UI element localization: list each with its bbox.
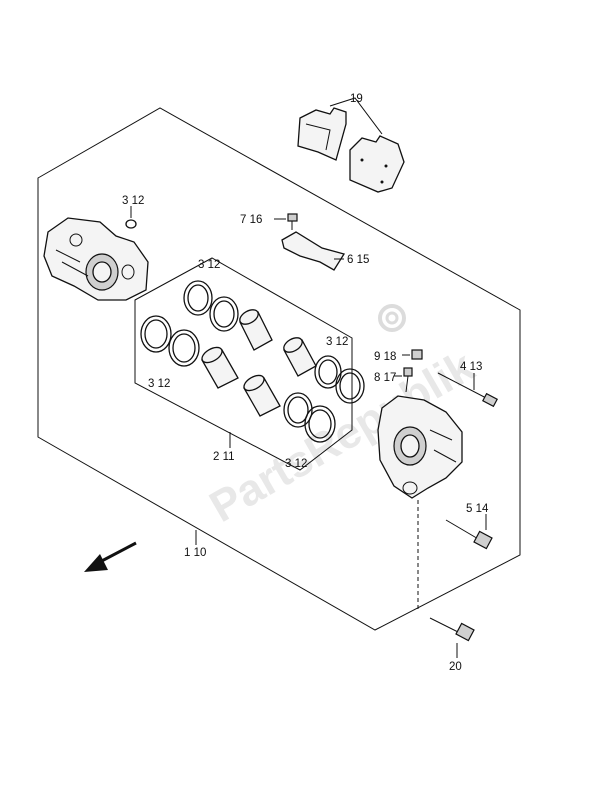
callout-20: 20 — [449, 661, 462, 673]
seal-ring — [283, 392, 313, 428]
callout-3-12-group-right: 3 12 — [326, 336, 348, 348]
callout-9-18: 9 18 — [374, 351, 396, 363]
callout-3-12-group-bottom: 3 12 — [285, 458, 307, 470]
callout-8-17: 8 17 — [374, 372, 396, 384]
callout-3-12-top-left: 3 12 — [122, 195, 144, 207]
callout-1-10: 1 10 — [184, 547, 206, 559]
pad-spring-bracket — [281, 231, 346, 271]
piston — [239, 309, 273, 351]
leader-19 — [329, 97, 383, 135]
bleeder-cap — [411, 349, 423, 360]
callout-19: 19 — [350, 93, 363, 105]
seal-ring — [314, 355, 342, 389]
piston — [243, 374, 281, 417]
callout-7-16: 7 16 — [240, 214, 262, 226]
bleeder-valve — [403, 367, 413, 393]
seal-ring — [183, 280, 213, 316]
piston — [201, 346, 239, 389]
callout-6-15: 6 15 — [347, 254, 369, 266]
front-direction-arrow-icon — [84, 541, 137, 572]
caliper-half-left — [43, 217, 149, 301]
assembly-boundary-box — [37, 107, 521, 631]
caliper-half-right — [377, 395, 463, 499]
callout-2-11: 2 11 — [213, 451, 235, 463]
mounting-bolt-20 — [429, 617, 475, 642]
small-screw — [287, 213, 298, 230]
callout-4-13: 4 13 — [460, 361, 482, 373]
brake-pad-left — [297, 107, 347, 161]
callout-3-12-group-left: 3 12 — [148, 378, 170, 390]
seal-ring — [335, 368, 365, 404]
piston-group-box — [134, 257, 353, 471]
piston — [283, 337, 317, 377]
seal-ring — [168, 329, 200, 367]
mounting-bolt-5-14 — [445, 519, 493, 550]
seal-ring — [140, 315, 172, 353]
pad-pin — [437, 372, 498, 408]
brake-pad-right — [349, 135, 405, 193]
watermark-gear-icon — [378, 304, 406, 332]
seal-ring — [304, 405, 336, 443]
seal-small — [125, 219, 137, 229]
callout-3-12-group-top: 3 12 — [198, 259, 220, 271]
seal-ring — [209, 296, 239, 332]
callout-5-14: 5 14 — [466, 503, 489, 515]
